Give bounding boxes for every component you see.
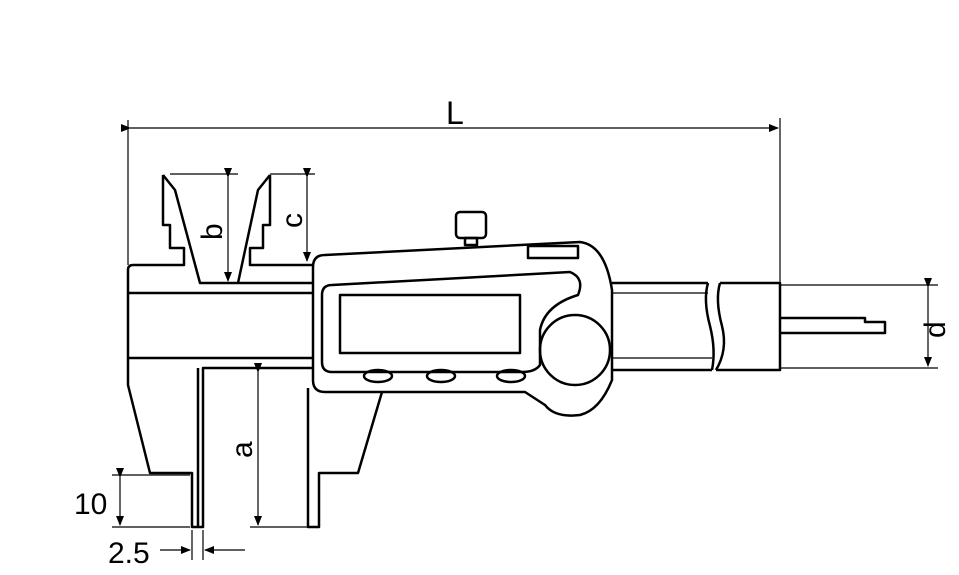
label-d: d: [919, 321, 952, 338]
fixed-jaw: [126, 175, 313, 529]
label-2.5: 2.5: [108, 537, 150, 570]
label-b: b: [196, 223, 229, 240]
slider-body: [311, 240, 614, 417]
lock-knob: [454, 210, 488, 240]
beam: [612, 281, 782, 372]
dimension-L: [121, 118, 781, 285]
button-2: [425, 368, 457, 384]
label-L: L: [446, 95, 464, 131]
label-10: 10: [74, 488, 107, 521]
thumb-wheel: [538, 313, 612, 387]
lcd-display: [338, 293, 522, 355]
label-c: c: [276, 213, 309, 228]
button-1: [362, 368, 394, 384]
button-3: [495, 368, 527, 384]
depth-rod: [780, 316, 887, 335]
label-a: a: [226, 441, 259, 458]
